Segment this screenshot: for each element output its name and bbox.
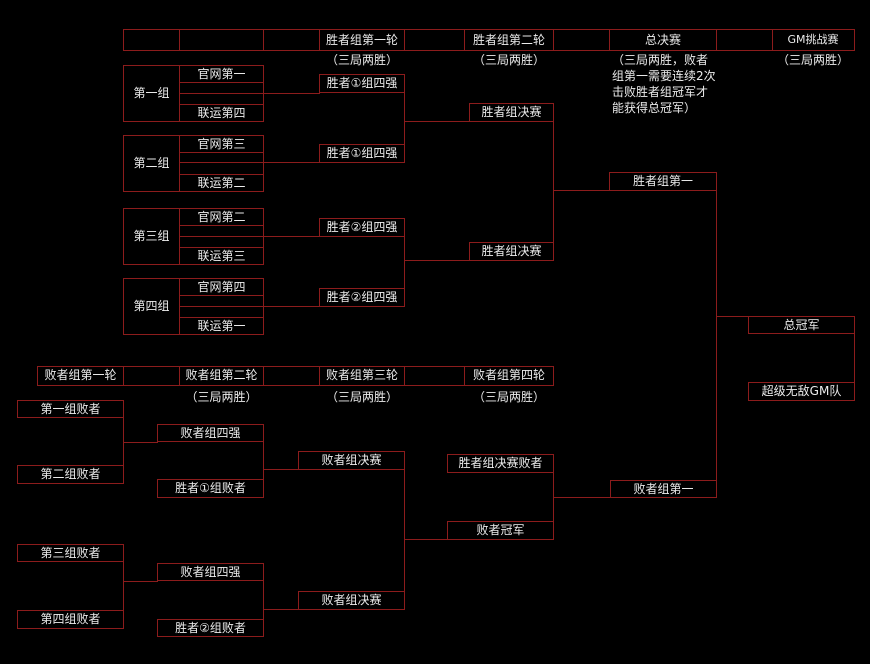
note-grand-final-line: 击败胜者组冠军才 xyxy=(612,85,709,99)
group-2: 第二组 xyxy=(123,135,180,192)
seed-partner: 联运第二 xyxy=(179,174,264,192)
note-winners-round-2: （三局两胜） xyxy=(472,53,545,67)
note-losers-round-2: （三局两胜） xyxy=(185,390,258,404)
losers-round4-entry: 胜者组决赛败者 xyxy=(447,454,554,473)
losers-round1-entry: 第二组败者 xyxy=(17,465,124,484)
losers-champion: 败者冠军 xyxy=(447,521,554,540)
seed-partner: 联运第三 xyxy=(179,247,264,265)
note-winners-round-1: （三局两胜） xyxy=(325,53,398,67)
note-grand-final-line: 能获得总冠军） xyxy=(612,101,697,115)
note-losers-round-3: （三局两胜） xyxy=(325,390,398,404)
note-grand-final-line: （三局两胜，败者 xyxy=(612,53,709,67)
seed-official: 官网第四 xyxy=(179,278,264,296)
losers-round1-entry: 第三组败者 xyxy=(17,544,124,562)
losers-round3-match: 败者组决赛 xyxy=(298,591,405,610)
header-grand-final: 总决赛 xyxy=(644,33,681,47)
champion: 总冠军 xyxy=(748,316,855,334)
losers-round1-entry: 第四组败者 xyxy=(17,610,124,629)
seed-official: 官网第二 xyxy=(179,208,264,226)
header-winners-round-1: 胜者组第一轮 xyxy=(325,33,398,47)
header-losers-round-4: 败者组第四轮 xyxy=(472,368,545,382)
header-losers-round-1: 败者组第一轮 xyxy=(44,368,117,382)
group-3: 第三组 xyxy=(123,208,180,265)
winners-round1-match: 胜者①组四强 xyxy=(319,144,405,163)
winners-round1-match: 胜者②组四强 xyxy=(319,288,405,307)
losers-round3-match: 败者组决赛 xyxy=(298,451,405,470)
header-losers-round-3: 败者组第三轮 xyxy=(325,368,398,382)
losers-first: 败者组第一 xyxy=(610,480,717,498)
note-gm-challenge: （三局两胜） xyxy=(776,53,849,67)
losers-round2-match: 胜者①组败者 xyxy=(157,479,264,498)
gm-team: 超级无敌GM队 xyxy=(748,382,855,401)
winners-round1-match: 胜者②组四强 xyxy=(319,218,405,237)
header-gm-challenge: GM挑战赛 xyxy=(787,33,839,46)
winners-first: 胜者组第一 xyxy=(609,172,717,191)
seed-partner: 联运第四 xyxy=(179,104,264,122)
losers-round2-match: 败者组四强 xyxy=(157,563,264,581)
header-losers-round-2: 败者组第二轮 xyxy=(185,368,258,382)
header-winners-round-2: 胜者组第二轮 xyxy=(472,33,545,47)
note-losers-round-4: （三局两胜） xyxy=(472,390,545,404)
group-4: 第四组 xyxy=(123,278,180,335)
note-grand-final-line: 组第一需要连续2次 xyxy=(612,69,716,83)
winners-round1-match: 胜者①组四强 xyxy=(319,74,405,93)
losers-round1-entry: 第一组败者 xyxy=(17,400,124,418)
note-grand-final: （三局两胜，败者 组第一需要连续2次 击败胜者组冠军才 能获得总冠军） xyxy=(612,52,722,116)
seed-official: 官网第一 xyxy=(179,65,264,83)
losers-round2-match: 败者组四强 xyxy=(157,424,264,442)
seed-official: 官网第三 xyxy=(179,135,264,153)
winners-semifinal: 胜者组决赛 xyxy=(469,103,554,122)
losers-round2-match: 胜者②组败者 xyxy=(157,619,264,637)
group-1: 第一组 xyxy=(123,65,180,122)
winners-semifinal: 胜者组决赛 xyxy=(469,242,554,261)
seed-partner: 联运第一 xyxy=(179,317,264,335)
